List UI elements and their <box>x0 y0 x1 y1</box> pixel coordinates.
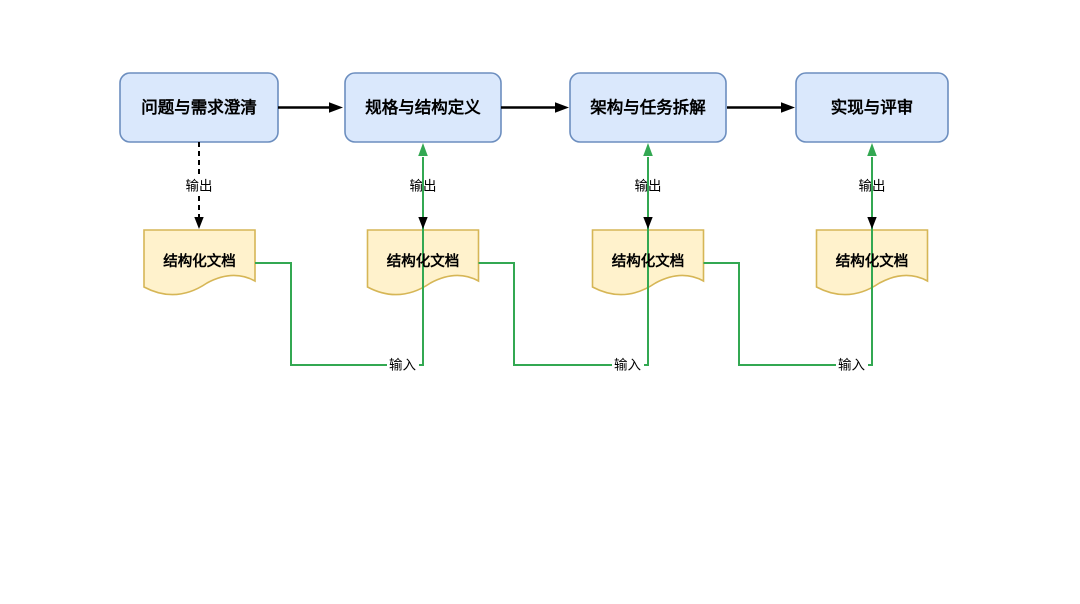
document-labels: 结构化文档 结构化文档 结构化文档 结构化文档 <box>163 252 908 270</box>
input-label-3: 输入 <box>838 358 866 373</box>
document-label-1: 结构化文档 <box>163 252 236 270</box>
output-arrowhead-3 <box>643 217 653 229</box>
stage-box-4 <box>795 72 949 143</box>
flow-arrows <box>278 102 795 113</box>
flow-arrowhead-2 <box>555 102 569 113</box>
output-arrowhead-1 <box>194 217 204 229</box>
input-connectors <box>255 143 877 366</box>
document-label-4: 结构化文档 <box>836 252 909 270</box>
input-connector-2 <box>478 157 649 366</box>
output-arrowhead-2 <box>418 217 428 229</box>
input-labels: 输入 输入 输入 <box>387 357 868 373</box>
input-label-bg-3 <box>836 357 868 373</box>
flow-arrowhead-1 <box>329 102 343 113</box>
input-label-bg-1 <box>387 357 419 373</box>
input-arrowhead-3 <box>867 143 877 156</box>
stage-label-4: 实现与评审 <box>831 97 914 117</box>
output-labels: 输出 输出 输出 输出 <box>183 178 888 194</box>
output-label-1: 输出 <box>186 179 213 194</box>
output-label-bg-1 <box>183 178 215 194</box>
stage-label-1: 问题与需求澄清 <box>141 97 257 117</box>
document-label-2: 结构化文档 <box>387 252 460 270</box>
document-shape-1 <box>143 229 256 296</box>
input-connector-3 <box>703 157 873 366</box>
input-label-1: 输入 <box>389 358 416 373</box>
input-arrowhead-2 <box>643 143 653 156</box>
stage-label-2: 规格与结构定义 <box>365 97 481 117</box>
input-label-bg-2 <box>612 357 644 373</box>
stage-box-3 <box>569 72 727 143</box>
stage-boxes: 问题与需求澄清 规格与结构定义 架构与任务拆解 实现与评审 <box>119 72 949 143</box>
output-arrowheads <box>418 217 877 229</box>
input-connector-1 <box>255 157 424 366</box>
output-arrowhead-4 <box>867 217 877 229</box>
input-arrowhead-1 <box>418 143 428 156</box>
stage-label-3: 架构与任务拆解 <box>590 97 706 117</box>
input-label-2: 输入 <box>614 358 642 373</box>
document-label-3: 结构化文档 <box>612 252 685 270</box>
flow-arrowhead-3 <box>781 102 795 113</box>
